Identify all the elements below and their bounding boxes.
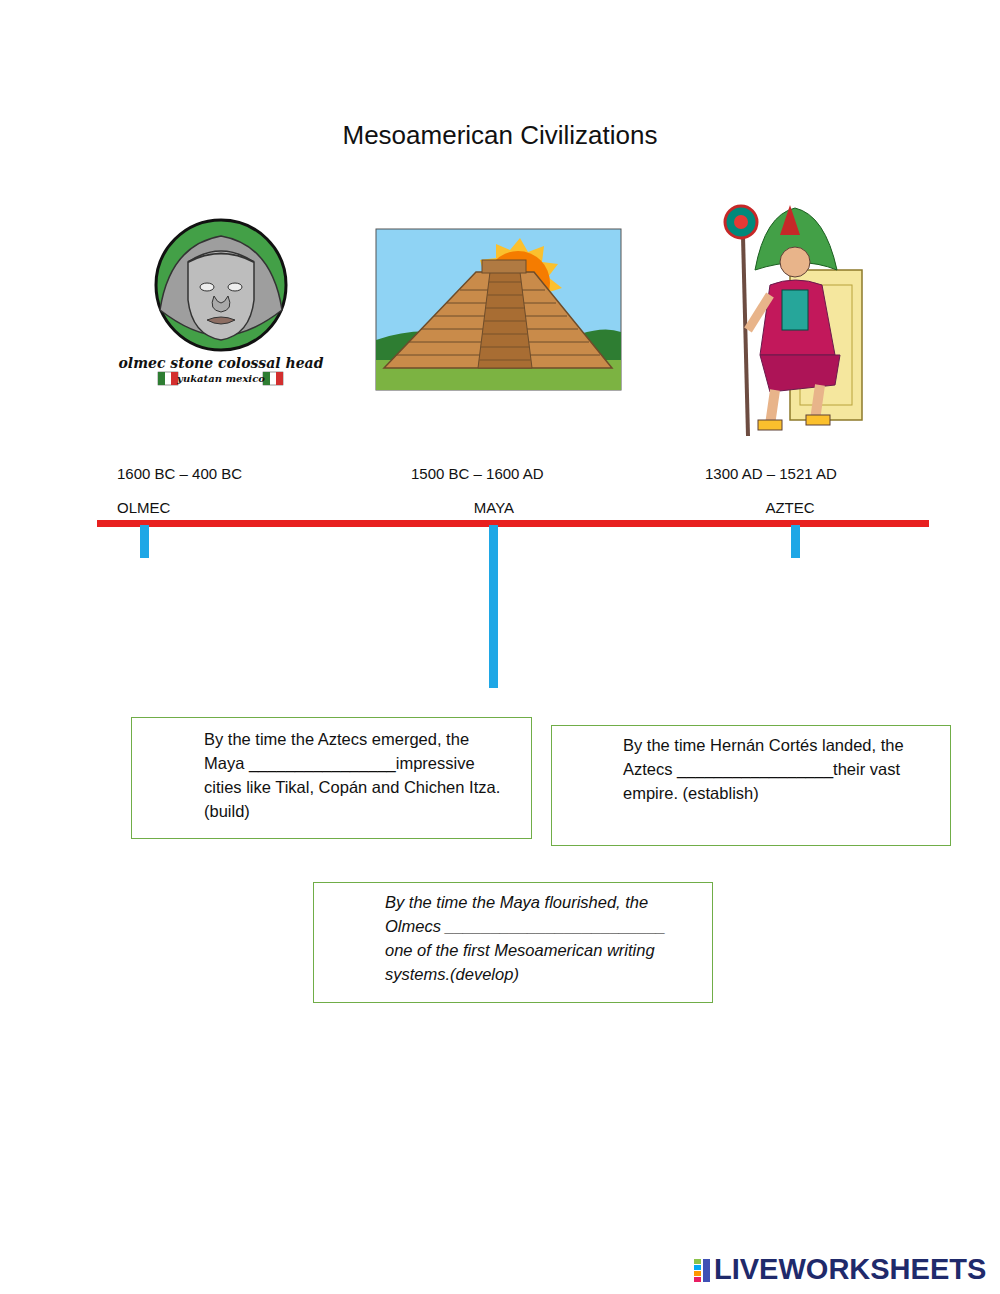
page-title: Mesoamerican Civilizations [343,120,658,151]
stair-line [486,308,524,309]
civilization-name: OLMEC [117,499,170,516]
sentence-text: By the time the Maya flourished, the Olm… [385,890,694,986]
maya-pyramid-picture [376,229,621,390]
aztec-ruler-figure [725,205,862,436]
date-range: 1600 BC – 400 BC [117,465,242,482]
timeline [97,520,929,688]
civilization-name: AZTEC [765,499,814,516]
watermark-logo [694,1259,710,1282]
image-subcaption: yukatan mexico [177,373,265,385]
sentence-box: By the time Hernán Cortés landed, the Az… [551,725,951,846]
stair-line [487,295,522,296]
stair-line [483,334,528,335]
watermark: LIVEWORKSHEETS [714,1253,986,1286]
sentence-box: By the time the Aztecs emerged, the Maya… [131,717,532,839]
sentence-box: By the time the Maya flourished, the Olm… [313,882,713,1003]
image-caption: olmec stone colossal head [119,355,324,371]
date-range: 1300 AD – 1521 AD [705,465,837,482]
stair-line [484,321,526,322]
stair-line [481,347,529,348]
stair-line [479,360,530,361]
sentence-text: By the time the Aztecs emerged, the Maya… [204,727,513,823]
civilization-name: MAYA [474,499,514,516]
date-range: 1500 BC – 1600 AD [411,465,544,482]
stair-line [489,282,521,283]
sentence-text: By the time Hernán Cortés landed, the Az… [623,733,932,805]
